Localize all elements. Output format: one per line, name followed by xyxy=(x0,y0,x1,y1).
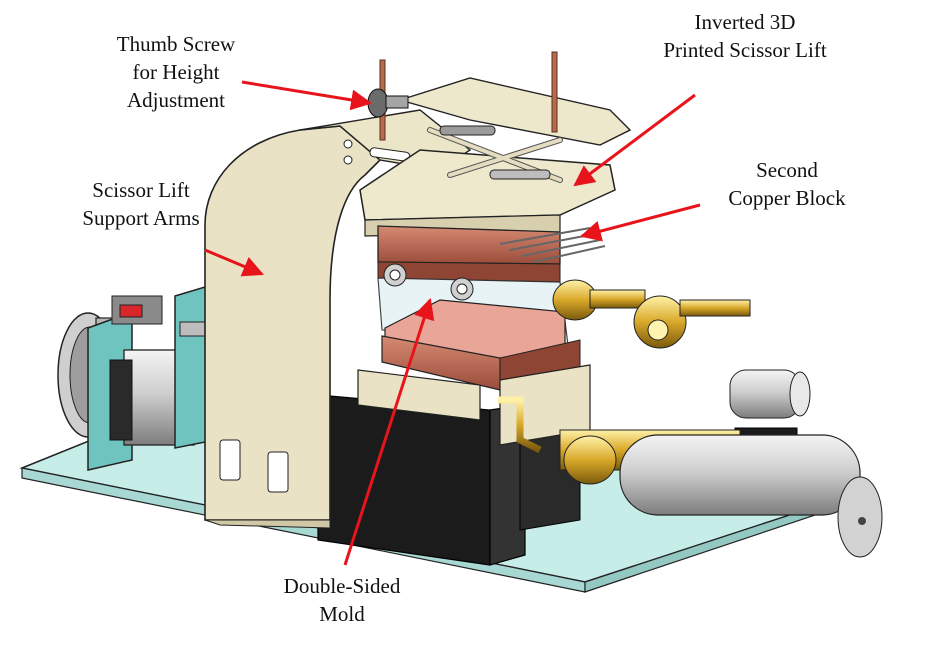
scissor-lift xyxy=(359,51,632,237)
stepper-motor xyxy=(57,282,221,471)
label-line: Thumb Screw xyxy=(116,32,236,56)
label-mold: Double-Sided Mold xyxy=(262,572,422,628)
label-line: Scissor Lift xyxy=(92,178,190,202)
arrow-scissor-lift xyxy=(573,93,696,187)
arrow-support-arms xyxy=(204,248,264,277)
brass-fittings-upper xyxy=(552,279,751,349)
arrow-copper-block xyxy=(579,203,701,242)
label-line: Mold xyxy=(319,602,365,626)
label-line: Double-Sided xyxy=(283,574,401,598)
label-thumb-screw: Thumb Screw for Height Adjustment xyxy=(96,30,256,114)
label-support-arms: Scissor Lift Support Arms xyxy=(56,176,226,232)
second-copper-block xyxy=(377,225,606,283)
label-line: Inverted 3D xyxy=(694,10,796,34)
thumb-screw xyxy=(367,88,409,118)
quick-connect-cylinder xyxy=(559,369,883,558)
label-line: Second xyxy=(756,158,818,182)
label-line: Printed Scissor Lift xyxy=(663,38,827,62)
label-line: Copper Block xyxy=(728,186,846,210)
arrow-mold xyxy=(343,298,435,566)
front-insulator-block xyxy=(357,364,591,454)
label-line: Support Arms xyxy=(82,206,200,230)
label-line: Adjustment xyxy=(127,88,225,112)
label-scissor-lift: Inverted 3D Printed Scissor Lift xyxy=(640,8,850,64)
label-line: for Height xyxy=(132,60,220,84)
label-copper-block: Second Copper Block xyxy=(702,156,872,212)
arrow-thumb-screw xyxy=(241,80,373,111)
callout-arrows xyxy=(204,80,701,566)
